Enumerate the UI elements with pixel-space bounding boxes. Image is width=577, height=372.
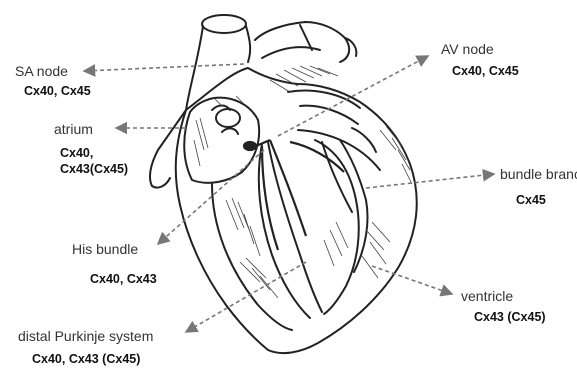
label-atrium: atrium bbox=[54, 121, 93, 137]
connexins-sa-node: Cx40, Cx45 bbox=[24, 84, 91, 100]
leader-distal-purkinje bbox=[186, 262, 306, 332]
connexins-his-bundle: Cx40, Cx43 bbox=[90, 272, 157, 288]
label-sa-node: SA node bbox=[15, 63, 68, 79]
label-ventricle: ventricle bbox=[461, 288, 513, 304]
connexins-ventricle: Cx43 (Cx45) bbox=[474, 310, 546, 326]
connexins-av-node: Cx40, Cx45 bbox=[452, 64, 519, 80]
leader-sa-node bbox=[84, 64, 244, 71]
leader-av-node bbox=[278, 56, 428, 136]
connexins-bundle-branch: Cx45 bbox=[516, 193, 546, 209]
label-distal-purkinje: distal Purkinje system bbox=[18, 328, 153, 344]
leader-bundle-branch bbox=[366, 174, 494, 188]
leader-his-bundle bbox=[158, 150, 264, 244]
connexins-distal-purkinje: Cx40, Cx43 (Cx45) bbox=[32, 352, 140, 368]
septum bbox=[259, 144, 310, 318]
leader-ventricle bbox=[372, 266, 452, 294]
label-his-bundle: His bundle bbox=[72, 241, 138, 257]
label-av-node: AV node bbox=[441, 41, 494, 57]
label-bundle-branch: bundle branch bbox=[500, 166, 577, 182]
great-vessels bbox=[150, 15, 356, 188]
connexins-atrium: Cx40, Cx43(Cx45) bbox=[60, 146, 128, 177]
